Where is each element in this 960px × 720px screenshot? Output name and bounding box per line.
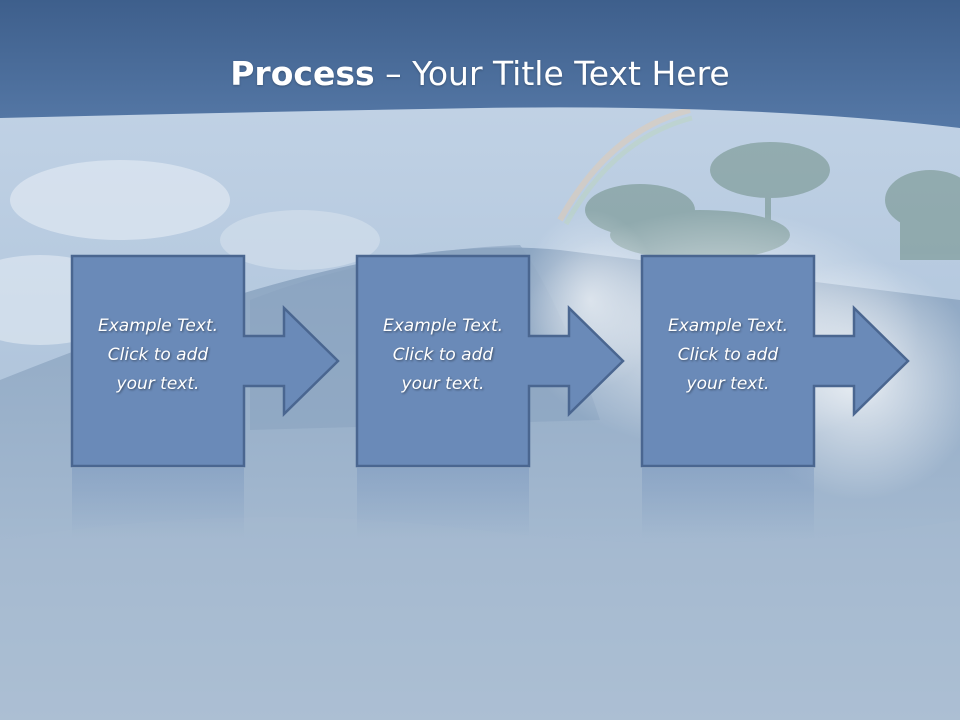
step-text[interactable]: Example Text. Click to add your text. [646,312,810,399]
step-text-line: Click to add [392,345,494,365]
arrow-box-shape [355,254,625,468]
process-step-2[interactable]: Example Text. Click to add your text. [355,254,627,468]
arrow-box-shape [70,254,340,468]
step-text-line: your text. [401,374,485,394]
process-step-1[interactable]: Example Text. Click to add your text. [70,254,342,468]
arrow-box-shape [640,254,910,468]
step-text[interactable]: Example Text. Click to add your text. [361,312,525,399]
step-text-line: your text. [116,374,200,394]
process-step-3[interactable]: Example Text. Click to add your text. [640,254,912,468]
step-text-line: Click to add [107,345,209,365]
step-text-line: your text. [686,374,770,394]
step-text-line: Example Text. [97,316,219,336]
title-rest: – Your Title Text Here [374,54,730,93]
slide-title: Process – Your Title Text Here [0,52,960,96]
step-text-line: Example Text. [382,316,504,336]
step-text-line: Click to add [677,345,779,365]
step-text-line: Example Text. [667,316,789,336]
box-reflections [72,468,814,538]
title-bold: Process [230,54,375,93]
step-text[interactable]: Example Text. Click to add your text. [76,312,240,399]
